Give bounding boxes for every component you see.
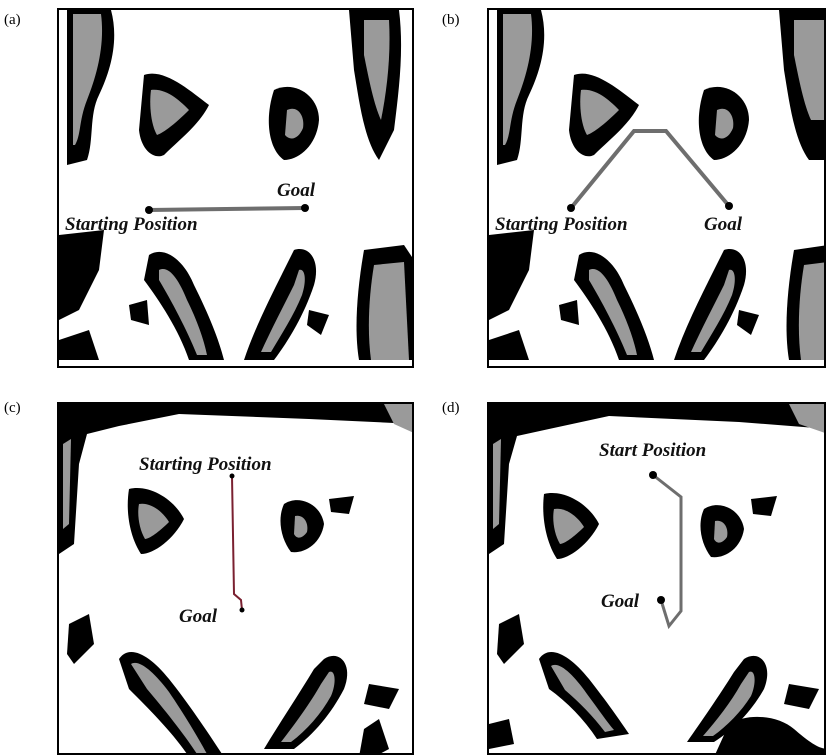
obstacles — [489, 10, 826, 360]
goal-label: Goal — [704, 214, 743, 235]
panel-d-tag: (d) — [442, 400, 460, 417]
goal-marker — [725, 202, 733, 210]
start-marker — [649, 471, 657, 479]
panel-a: Goal Starting Position — [57, 8, 414, 368]
path-line — [232, 476, 242, 610]
start-label: Starting Position — [65, 214, 198, 235]
start-marker — [567, 204, 575, 212]
panel-b: Starting Position Goal — [487, 8, 826, 368]
goal-marker — [301, 204, 309, 212]
goal-label: Goal — [601, 591, 640, 612]
start-marker — [145, 206, 153, 214]
goal-marker — [657, 596, 665, 604]
panel-c-map: Starting Position Goal — [59, 404, 414, 755]
start-label: Starting Position — [495, 214, 628, 235]
start-label: Start Position — [599, 440, 706, 461]
goal-label: Goal — [179, 606, 218, 627]
panel-b-tag: (b) — [442, 12, 460, 29]
path-line — [149, 208, 305, 210]
goal-marker — [240, 608, 245, 613]
path-line — [653, 475, 681, 626]
panel-a-tag: (a) — [4, 12, 21, 29]
panel-d-map: Start Position Goal — [489, 404, 826, 755]
panel-a-map: Goal Starting Position — [59, 10, 414, 368]
panel-c-tag: (c) — [4, 400, 21, 417]
panel-c: Starting Position Goal — [57, 402, 414, 755]
goal-label: Goal — [277, 180, 316, 201]
panel-b-map: Starting Position Goal — [489, 10, 826, 368]
panel-d: Start Position Goal — [487, 402, 826, 755]
start-label: Starting Position — [139, 454, 272, 475]
obstacles — [59, 10, 414, 360]
